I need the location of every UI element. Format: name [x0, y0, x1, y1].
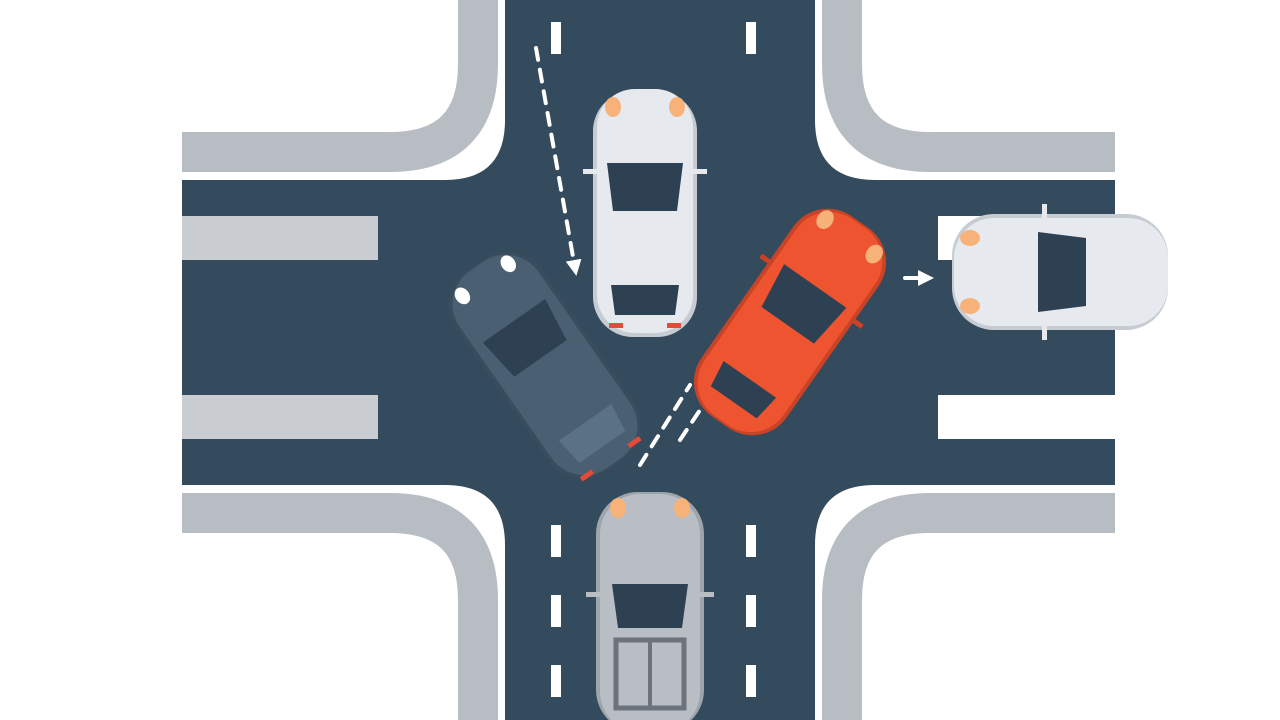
curbs [182, 0, 1115, 720]
lane-markings [551, 22, 756, 697]
curb-bottom-left [182, 493, 498, 720]
crosswalk-bar-left-bottom [182, 395, 378, 439]
curb-bottom-right [822, 493, 1115, 720]
curb-top-right [822, 0, 1115, 172]
dark-car-turning [448, 251, 642, 482]
red-car-turning [693, 208, 887, 436]
white-car-north [583, 89, 707, 337]
white-car-north-path [534, 46, 582, 276]
curb-top-left [182, 0, 498, 172]
crosswalk-bar-right-bottom [938, 395, 1115, 439]
crosswalk-bar-left-top [182, 216, 378, 260]
white-car-east [952, 204, 1168, 340]
silver-car-south [586, 492, 714, 720]
motion-paths [534, 46, 934, 467]
dark-car-path [638, 383, 692, 467]
